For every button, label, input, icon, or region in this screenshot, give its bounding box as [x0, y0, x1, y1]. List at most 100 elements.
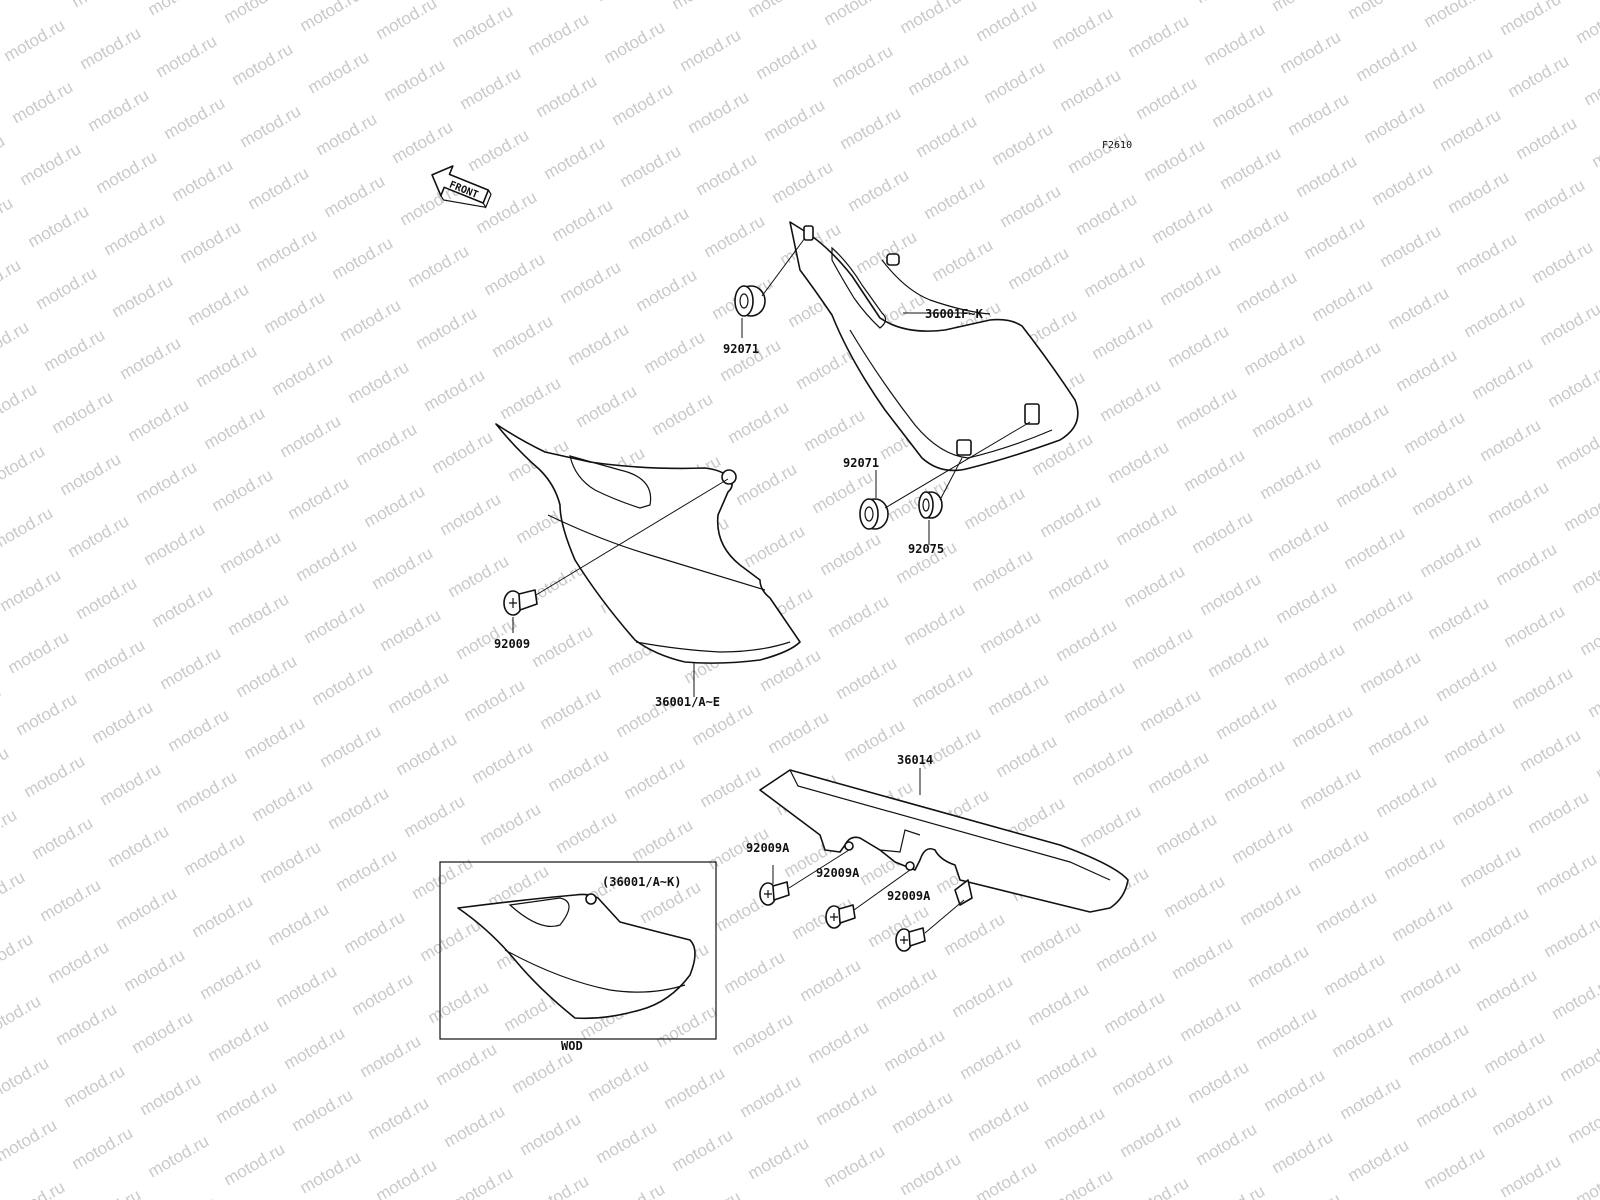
watermark-text: motod.ru — [677, 1187, 745, 1200]
watermark-text: motod.ru — [449, 1, 517, 51]
watermark-text: motod.ru — [897, 0, 965, 37]
watermark-text: motod.ru — [1561, 485, 1600, 535]
watermark-text: motod.ru — [1557, 1035, 1600, 1085]
watermark-text: motod.ru — [829, 41, 897, 91]
watermark-text: motod.ru — [81, 635, 149, 685]
watermark-text: motod.ru — [1089, 313, 1157, 363]
watermark-text: motod.ru — [425, 977, 493, 1027]
watermark-text: motod.ru — [1129, 623, 1197, 673]
watermark-text: motod.ru — [973, 0, 1041, 45]
watermark-text: motod.ru — [669, 0, 737, 13]
watermark-text: motod.ru — [429, 427, 497, 477]
watermark-text: motod.ru — [1017, 917, 1085, 967]
watermark-text: motod.ru — [421, 365, 489, 415]
watermark-text: motod.ru — [329, 233, 397, 283]
watermark-text: motod.ru — [477, 799, 545, 849]
watermark-text: motod.ru — [85, 85, 153, 135]
watermark-text: motod.ru — [797, 955, 865, 1005]
watermark-text: motod.ru — [289, 1085, 357, 1135]
watermark-text: motod.ru — [889, 1087, 957, 1137]
watermark-text: motod.ru — [13, 689, 81, 739]
watermark-text: motod.ru — [1537, 299, 1600, 349]
watermark-text: motod.ru — [41, 325, 109, 375]
watermark-text: motod.ru — [1325, 399, 1393, 449]
watermark-text: motod.ru — [305, 47, 373, 97]
watermark-text: motod.ru — [73, 573, 141, 623]
watermark-text: motod.ru — [25, 201, 93, 251]
watermark-text: motod.ru — [1373, 771, 1441, 821]
watermark-text: motod.ru — [197, 953, 265, 1003]
watermark-text: motod.ru — [1409, 469, 1477, 519]
watermark-text: motod.ru — [845, 165, 913, 215]
watermark-text: motod.ru — [1577, 609, 1600, 659]
watermark-text: motod.ru — [0, 1053, 52, 1103]
watermark-text: motod.ru — [1317, 337, 1385, 387]
watermark-text: motod.ru — [977, 607, 1045, 657]
watermark-text: motod.ru — [961, 483, 1029, 533]
watermark-text: motod.ru — [0, 379, 40, 429]
watermark-text: motod.ru — [1401, 407, 1469, 457]
watermark-text: motod.ru — [1485, 477, 1553, 527]
watermark-text: motod.ru — [0, 991, 44, 1041]
watermark-text: motod.ru — [117, 333, 185, 383]
watermark-text: motod.ru — [969, 545, 1037, 595]
watermark-text: motod.ru — [693, 149, 761, 199]
watermark-text: motod.ru — [565, 319, 633, 369]
watermark-text: motod.ru — [1413, 1081, 1481, 1131]
watermark-text: motod.ru — [1333, 461, 1401, 511]
watermark-text: motod.ru — [89, 697, 157, 747]
watermark-text: motod.ru — [1545, 361, 1600, 411]
watermark-text: motod.ru — [1309, 275, 1377, 325]
watermark-text: motod.ru — [129, 1007, 197, 1057]
watermark-text: motod.ru — [1041, 1103, 1109, 1153]
grommet-92071-top — [734, 285, 766, 317]
watermark-text: motod.ru — [1209, 81, 1277, 131]
watermark-text: motod.ru — [1585, 671, 1600, 721]
watermark-text: motod.ru — [293, 535, 361, 585]
watermark-text: motod.ru — [1, 1177, 69, 1200]
watermark-text: motod.ru — [1117, 1111, 1185, 1161]
watermark-text: motod.ru — [61, 1061, 129, 1111]
watermark-text: motod.ru — [1165, 321, 1233, 371]
watermark-text: motod.ru — [737, 1071, 805, 1121]
watermark-text: motod.ru — [725, 397, 793, 447]
watermark-text: motod.ru — [1369, 159, 1437, 209]
watermark-text: motod.ru — [649, 389, 717, 439]
watermark-text: motod.ru — [17, 139, 85, 189]
watermark-text: motod.ru — [1101, 987, 1169, 1037]
watermark-text: motod.ru — [265, 899, 333, 949]
watermark-text: motod.ru — [1277, 27, 1345, 77]
watermark-text: motod.ru — [1357, 647, 1425, 697]
watermark-text: motod.ru — [221, 1139, 289, 1189]
watermark-text: motod.ru — [409, 853, 477, 903]
watermark-text: motod.ru — [69, 0, 137, 11]
watermark-text: motod.ru — [193, 341, 261, 391]
watermark-text: motod.ru — [1105, 437, 1173, 487]
watermark-text: motod.ru — [457, 63, 525, 113]
watermark-text: motod.ru — [913, 111, 981, 161]
watermark-text: motod.ru — [661, 1063, 729, 1113]
watermark-text: motod.ru — [0, 503, 56, 553]
watermark-text: motod.ru — [469, 737, 537, 787]
callout-36001fk: 36001F~K — [925, 307, 984, 321]
watermark-text: motod.ru — [741, 521, 809, 571]
watermark-text: motod.ru — [525, 9, 593, 59]
watermark-text: motod.ru — [101, 209, 169, 259]
watermark-text: motod.ru — [9, 77, 77, 127]
watermark-text: motod.ru — [669, 1125, 737, 1175]
callout-92009a-3: 92009A — [887, 889, 931, 903]
callout-92071-mid: 92071 — [843, 456, 879, 470]
watermark-text: motod.ru — [369, 543, 437, 593]
watermark-text: motod.ru — [1497, 1151, 1565, 1200]
watermark-text: motod.ru — [873, 963, 941, 1013]
watermark-text: motod.ru — [1173, 383, 1241, 433]
watermark-text: motod.ru — [601, 17, 669, 67]
watermark-text: motod.ru — [273, 961, 341, 1011]
watermark-text: motod.ru — [405, 241, 473, 291]
watermark-text: motod.ru — [1285, 89, 1353, 139]
watermark-text: motod.ru — [1581, 59, 1600, 109]
watermark-text: motod.ru — [1261, 1065, 1329, 1115]
watermark-text: motod.ru — [1345, 1135, 1413, 1185]
watermark-text: motod.ru — [905, 49, 973, 99]
